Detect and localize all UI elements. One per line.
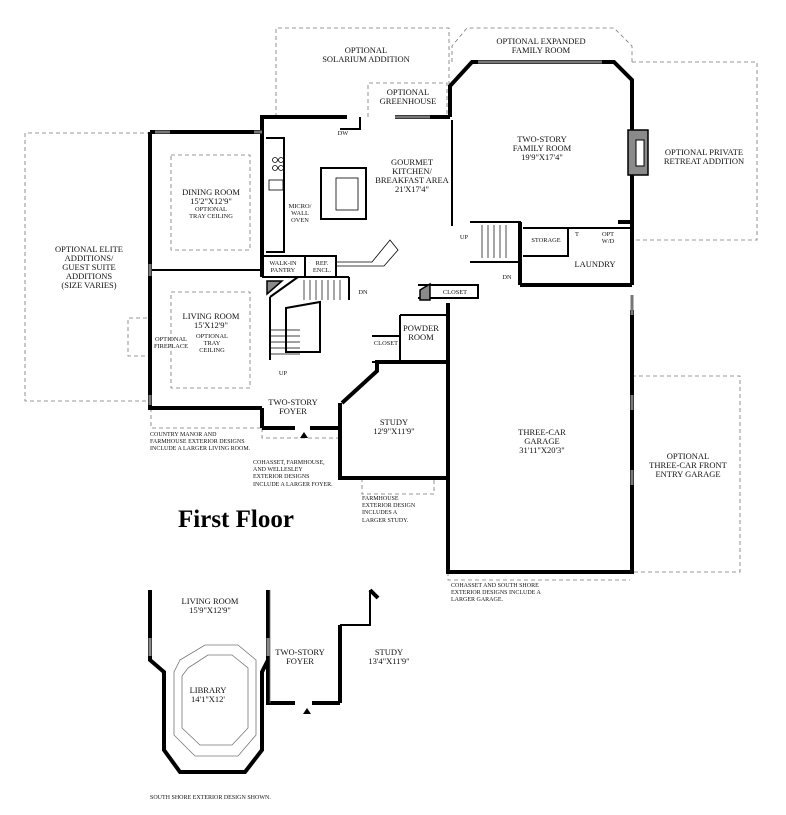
stair-wedge bbox=[266, 280, 285, 296]
wall-garage bbox=[446, 303, 634, 574]
label-storage: STORAGE bbox=[531, 237, 561, 244]
label-dn-1: DN bbox=[358, 289, 368, 296]
kitchen-bar bbox=[320, 167, 367, 220]
kitchen-counter-west bbox=[266, 137, 285, 253]
label-t: T bbox=[575, 231, 579, 238]
closet-2 bbox=[372, 335, 400, 363]
closet-wedge bbox=[419, 282, 431, 301]
garage-extension-outline bbox=[447, 572, 630, 581]
windows bbox=[148, 60, 634, 485]
wall-study-bay bbox=[340, 360, 448, 405]
label-up-1: UP bbox=[459, 234, 469, 241]
label-closet-2: CLOSET bbox=[373, 340, 399, 347]
laundry-divider bbox=[470, 221, 521, 263]
optional-outlines bbox=[24, 27, 758, 581]
stair-block bbox=[269, 276, 350, 360]
label-dw: DW bbox=[337, 130, 349, 137]
pantry-wall bbox=[262, 255, 306, 278]
label-laundry: LAUNDRY bbox=[574, 259, 616, 269]
stair-lower bbox=[285, 300, 321, 353]
alt-plan-thin bbox=[173, 590, 271, 757]
wall-house-west bbox=[150, 115, 450, 134]
private-retreat-outline bbox=[632, 61, 758, 241]
living-tray-outline bbox=[170, 291, 251, 389]
kitchen-appliances bbox=[268, 157, 399, 267]
dining-tray-outline bbox=[170, 154, 251, 251]
fireplace-outline bbox=[127, 317, 147, 357]
ref-encl-wall bbox=[305, 255, 337, 277]
front-entry-arrow bbox=[300, 432, 308, 438]
closet-hall bbox=[418, 284, 479, 299]
front-garage-outline bbox=[632, 375, 741, 573]
label-dn-2: DN bbox=[502, 274, 512, 281]
alt-entry-arrow bbox=[303, 708, 311, 714]
alt-study-wall bbox=[340, 590, 371, 626]
wall-study bbox=[338, 403, 448, 480]
note-south-shore: SOUTH SHORE EXTERIOR DESIGN SHOWN. bbox=[150, 795, 271, 801]
solarium-outline bbox=[275, 27, 450, 117]
storage-walls bbox=[523, 227, 632, 257]
greenhouse-counter bbox=[340, 117, 361, 130]
alt-plan-windows bbox=[148, 638, 270, 656]
stair-treads bbox=[270, 225, 507, 355]
wall-west-side bbox=[148, 132, 262, 410]
label-closet-1: CLOSET bbox=[442, 289, 468, 296]
expanded-family-outline bbox=[451, 27, 633, 62]
floor-title: First Floor bbox=[178, 506, 294, 533]
interior-walls bbox=[150, 117, 632, 363]
wall-foyer bbox=[260, 408, 340, 430]
label-ref-encl: REF.ENCL. bbox=[312, 260, 332, 275]
greenhouse-outline bbox=[367, 82, 448, 117]
elite-additions-outline bbox=[24, 132, 151, 402]
entry-markers bbox=[300, 432, 311, 714]
family-fireplace-inner bbox=[635, 139, 645, 167]
alt-plan-walls bbox=[148, 588, 380, 774]
study-extension-outline bbox=[361, 478, 435, 495]
living-extension-outline bbox=[150, 408, 262, 429]
label-up-2: UP bbox=[278, 370, 288, 377]
foyer-extension-outline bbox=[261, 428, 340, 439]
